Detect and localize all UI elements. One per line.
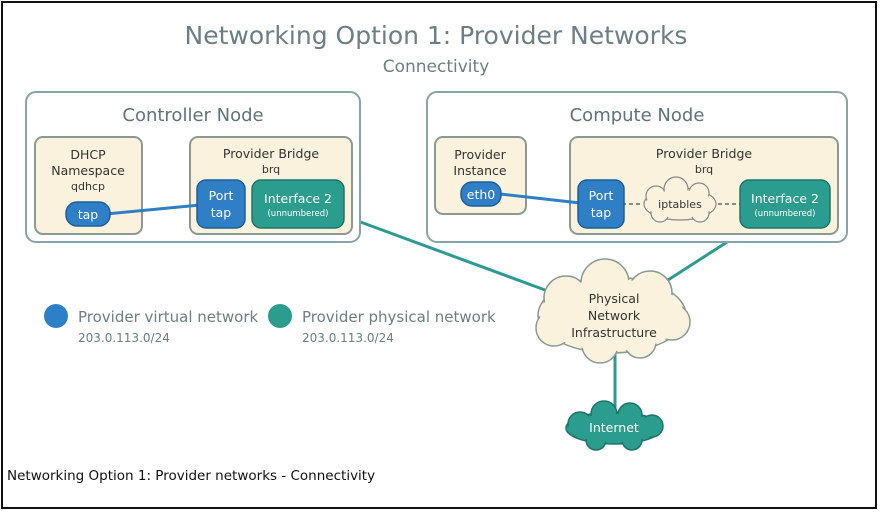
legend-physical-swatch (268, 304, 292, 328)
legend-physical-label: Provider physical network (302, 308, 496, 326)
controller-bridge-subtitle: brq (262, 163, 280, 176)
controller-iface-sub: (unnumbered) (267, 209, 328, 219)
controller-iface-label: Interface 2 (264, 191, 332, 206)
legend-virtual-swatch (44, 304, 68, 328)
controller-interface-2 (251, 179, 345, 229)
dhcp-namespace-box (34, 136, 143, 235)
dhcp-label-line1: DHCP (70, 147, 106, 162)
controller-port-tap (196, 179, 246, 229)
diagram-subtitle: Connectivity (383, 57, 490, 77)
compute-port-label: Port (589, 188, 614, 203)
controller-physical-link (354, 218, 546, 292)
compute-iface-label: Interface 2 (751, 191, 819, 206)
controller-virtual-link (105, 203, 201, 216)
physical-network-cloud (535, 258, 691, 364)
dhcp-label-line2: Namespace (51, 163, 125, 178)
controller-port-label: Port (209, 188, 234, 203)
eth0-port (460, 181, 502, 207)
figure-caption: Networking Option 1: Provider networks -… (7, 468, 376, 484)
physical-label-line2: Network (588, 308, 641, 323)
dhcp-tap-port (65, 201, 111, 227)
legend-virtual-label: Provider virtual network (78, 308, 258, 326)
compute-tap-label: tap (591, 205, 612, 220)
compute-interface-2 (739, 179, 831, 229)
compute-bridge-subtitle: brq (695, 163, 713, 176)
legend-physical-subnet: 203.0.113.0/24 (302, 331, 394, 345)
instance-label-line1: Provider (454, 147, 506, 162)
dhcp-label-line3: qdhcp (71, 180, 105, 193)
compute-bridge-title: Provider Bridge (656, 146, 752, 161)
legend-virtual-subnet: 203.0.113.0/24 (78, 331, 170, 345)
compute-node-title: Compute Node (570, 105, 705, 126)
controller-tap-label: tap (211, 205, 232, 220)
internet-label: Internet (589, 420, 639, 435)
physical-label-line3: Infrastructure (571, 325, 657, 340)
internet-cloud (565, 400, 664, 451)
physical-label-line1: Physical (589, 291, 640, 306)
instance-label-line2: Instance (453, 163, 506, 178)
dhcp-tap-label: tap (78, 207, 99, 222)
compute-virtual-link (499, 192, 581, 205)
compute-iface-sub: (unnumbered) (754, 209, 815, 219)
diagram-title: Networking Option 1: Provider Networks (185, 21, 688, 50)
eth0-label: eth0 (467, 187, 496, 202)
controller-bridge-title: Provider Bridge (223, 146, 319, 161)
compute-port-tap (577, 179, 625, 229)
iptables-label: iptables (658, 198, 702, 211)
controller-node-title: Controller Node (122, 105, 263, 126)
iptables-cloud (643, 176, 717, 223)
